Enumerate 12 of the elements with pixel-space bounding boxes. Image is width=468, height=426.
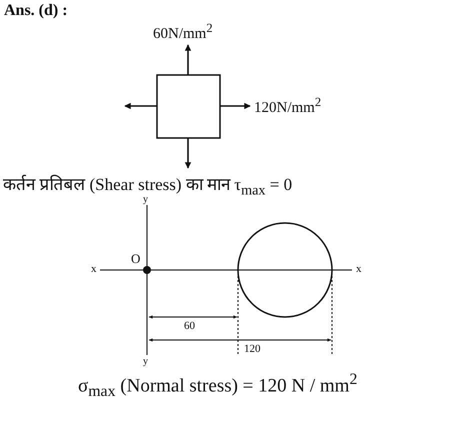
normal-stress-statement: σ$_{max}$ (Normal stress) = 120 N / mm$^{2}$ (78, 371, 358, 401)
axis-label: x (91, 263, 96, 276)
axis-label: x (356, 263, 362, 276)
stress-value: 60N/mm$^{2}$ (153, 22, 213, 42)
answer-heading: Ans. (d) : (4, 2, 68, 20)
stress-element-square (156, 74, 221, 139)
origin-label: O (131, 252, 140, 266)
axis-label: y (143, 356, 148, 367)
dimension-value: 60 (184, 320, 195, 332)
mohr-circle (237, 222, 333, 318)
stress-value: 120N/mm$^{2}$ (254, 96, 322, 116)
dimension-value: 120 (244, 343, 260, 356)
